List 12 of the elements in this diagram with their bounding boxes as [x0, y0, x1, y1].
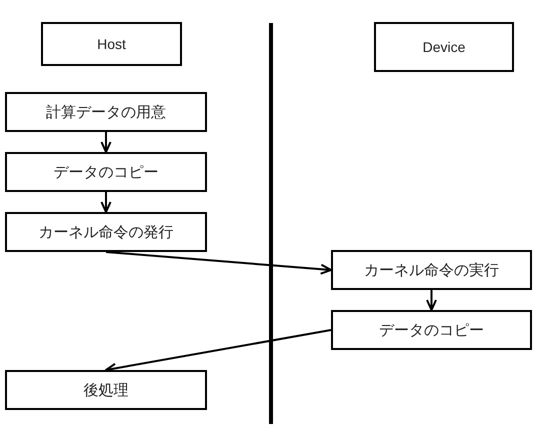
- arrow: [100, 132, 112, 153]
- arrow: [426, 290, 437, 311]
- process-box: 計算データの用意: [5, 92, 207, 132]
- header-box: Device: [374, 22, 514, 72]
- arrow: [100, 192, 112, 213]
- process-box: カーネル命令の発行: [5, 212, 207, 252]
- process-box: 後処理: [5, 370, 207, 410]
- header-box: Host: [41, 22, 182, 66]
- process-box: データのコピー: [331, 310, 532, 350]
- arrow: [106, 251, 332, 275]
- process-box: カーネル命令の実行: [331, 250, 532, 290]
- process-box: データのコピー: [5, 152, 207, 192]
